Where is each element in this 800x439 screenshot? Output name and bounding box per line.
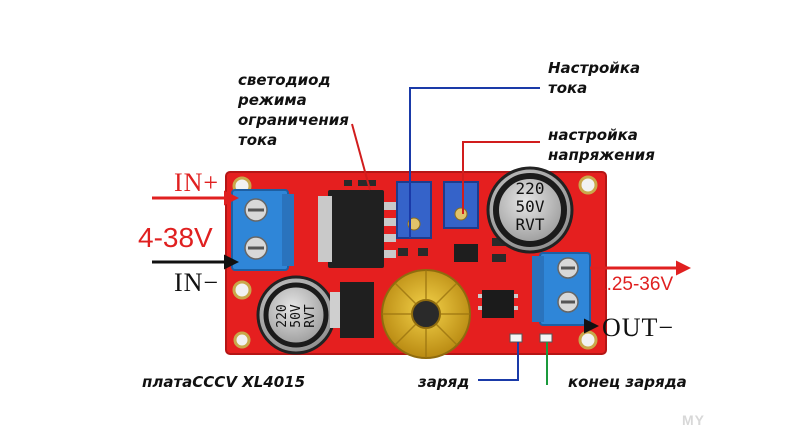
charge-label: заряд <box>418 373 470 391</box>
opamp-chip <box>478 290 518 318</box>
input-terminal-block <box>231 189 294 271</box>
charge-led <box>509 333 523 343</box>
input-capacitor-marking: 220 50V RVT <box>275 304 318 328</box>
current-potentiometer <box>396 181 432 239</box>
voltage-pointer-path <box>462 141 540 214</box>
current-adjust-label: Настройка тока <box>548 59 641 97</box>
led-pointer-line <box>351 123 371 191</box>
led-current-limit-label: светодиод режима ограничения тока <box>238 71 349 149</box>
input-capacitor <box>256 275 336 355</box>
voltage-adjust-label: настройка напряжения <box>548 126 655 164</box>
output-voltage-range: 1.25-36V <box>596 274 674 295</box>
current-pointer-path <box>409 87 540 238</box>
output-capacitor <box>486 166 574 254</box>
board-name-label: платаCCCV XL4015 <box>142 373 306 391</box>
inductor-coil <box>381 269 471 359</box>
diode <box>330 282 374 338</box>
input-voltage-range: 4-38V <box>138 222 213 253</box>
out-minus-label: OUT− <box>602 313 675 342</box>
output-terminal-block <box>532 252 591 326</box>
in-plus-label: IN+ <box>174 168 220 197</box>
charge-end-label: конец заряда <box>568 373 687 391</box>
smd-components <box>344 180 506 262</box>
voltage-potentiometer <box>443 181 479 229</box>
in-minus-label: IN− <box>174 268 220 297</box>
charge-end-led <box>539 333 553 343</box>
xl4015-chip <box>318 190 396 268</box>
charge-pointer-path <box>478 342 519 381</box>
output-capacitor-marking: 220 50V RVT <box>515 179 545 234</box>
watermark: MY <box>682 412 705 428</box>
